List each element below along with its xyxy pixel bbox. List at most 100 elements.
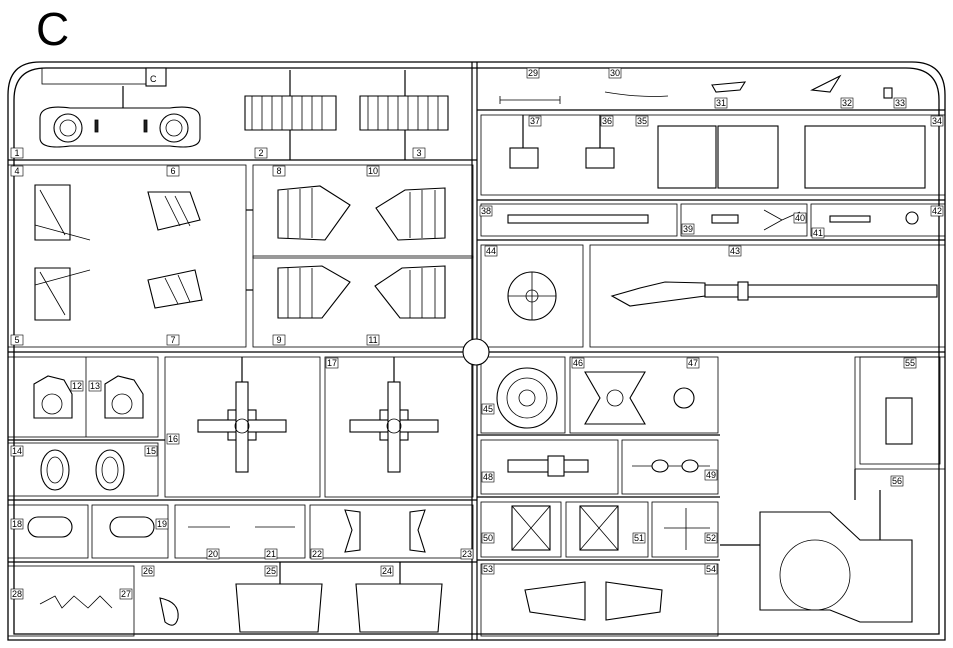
part-number-label: 13 (90, 381, 100, 391)
parts-22-23-brackets (344, 509, 426, 553)
part-number-box (254, 147, 268, 159)
part-number-label: 45 (483, 404, 493, 414)
part-number-box (481, 532, 495, 544)
part-number-label: 29 (528, 68, 538, 78)
part-number-box (793, 212, 807, 224)
part-number-box (88, 380, 102, 392)
part-number-label: 31 (716, 98, 726, 108)
part-number-label: 43 (730, 246, 740, 256)
part-number-label: 12 (72, 381, 82, 391)
part-3-grille (359, 95, 449, 131)
sprue-letter: C (36, 3, 70, 55)
part-number-box (635, 115, 649, 127)
part-number-label: 26 (143, 566, 153, 576)
part-number-box (141, 565, 155, 577)
part-number-label: 30 (610, 68, 620, 78)
part-17-cross (349, 381, 439, 473)
parts-45-47-wheels (496, 367, 695, 429)
part-number-box (681, 223, 695, 235)
part-number-box (206, 548, 220, 560)
part-number-box (704, 469, 718, 481)
part-number-label: 54 (706, 564, 716, 574)
part-number-label: 3 (416, 148, 421, 158)
parts-18-21-tracks (27, 516, 295, 538)
parts-24-25-panels (235, 583, 443, 633)
part-number-box (144, 445, 158, 457)
part-number-box (310, 548, 324, 560)
part-number-label: 8 (276, 166, 281, 176)
part-number-label: 56 (892, 476, 902, 486)
part-56-hull (759, 511, 913, 623)
part-55-block (885, 397, 913, 445)
part-number-label: 41 (813, 228, 823, 238)
parts-50-52-frames (511, 505, 710, 551)
parts-53-54-fenders (524, 581, 663, 621)
part-number-box (704, 532, 718, 544)
part-number-label: 15 (146, 446, 156, 456)
part-number-label: 50 (483, 533, 493, 543)
part-number-label: 49 (706, 470, 716, 480)
part-number-box (526, 67, 540, 79)
part-number-box (528, 115, 542, 127)
part-number-label: 21 (266, 549, 276, 559)
part-number-box (325, 357, 339, 369)
part-number-box (264, 565, 278, 577)
part-number-box (600, 115, 614, 127)
part-number-label: 33 (895, 98, 905, 108)
part-number-label: 36 (602, 116, 612, 126)
part-1-cowl-plate (39, 67, 201, 148)
part-number-box (366, 334, 380, 346)
part-number-label: 28 (12, 589, 22, 599)
parts-34-37-plates (509, 125, 926, 189)
sprue-outer-frame (7, 61, 946, 641)
part-number-box (704, 563, 718, 575)
part-number-label: 19 (157, 519, 167, 529)
part-number-box (264, 548, 278, 560)
part-number-label: 16 (168, 434, 178, 444)
part-number-box (155, 518, 169, 530)
part-number-label: 55 (905, 358, 915, 368)
parts-4-7-brackets (34, 184, 203, 321)
part-number-box (166, 165, 180, 177)
part-number-box (840, 97, 854, 109)
part-number-box (119, 588, 133, 600)
part-number-label: 40 (795, 213, 805, 223)
part-number-label: 34 (932, 116, 942, 126)
part-number-label: 51 (634, 533, 644, 543)
part-number-box (10, 147, 24, 159)
part-number-box (366, 165, 380, 177)
part-number-box (571, 357, 585, 369)
sprue-tag-letter: C (150, 74, 157, 84)
part-number-label: 38 (481, 206, 491, 216)
sprue-hub (462, 338, 490, 366)
part-number-box (10, 334, 24, 346)
parts-48-49-axles (507, 455, 710, 477)
parts-8-11-exhausts (277, 185, 446, 319)
part-number-box (10, 165, 24, 177)
part-number-label: 53 (483, 564, 493, 574)
parts-26-28-rods (39, 595, 179, 626)
part-number-box (10, 518, 24, 530)
part-number-label: 35 (637, 116, 647, 126)
part-number-label: 20 (208, 549, 218, 559)
part-number-box (811, 227, 825, 239)
part-number-box (412, 147, 426, 159)
part-number-box (481, 471, 495, 483)
part-44-hub (507, 271, 557, 321)
part-number-box (380, 565, 394, 577)
part-number-box (10, 445, 24, 457)
part-number-box (728, 245, 742, 257)
part-number-label: 1 (14, 148, 19, 158)
part-2-grille (244, 95, 337, 131)
part-number-box (481, 563, 495, 575)
part-43-barrel (610, 281, 938, 307)
parts-38-42-shafts (507, 209, 919, 231)
part-number-label: 39 (683, 224, 693, 234)
part-number-label: 10 (368, 166, 378, 176)
part-number-label: 27 (121, 589, 131, 599)
part-number-box (166, 334, 180, 346)
part-number-label: 44 (486, 246, 496, 256)
part-boxes (7, 114, 946, 637)
